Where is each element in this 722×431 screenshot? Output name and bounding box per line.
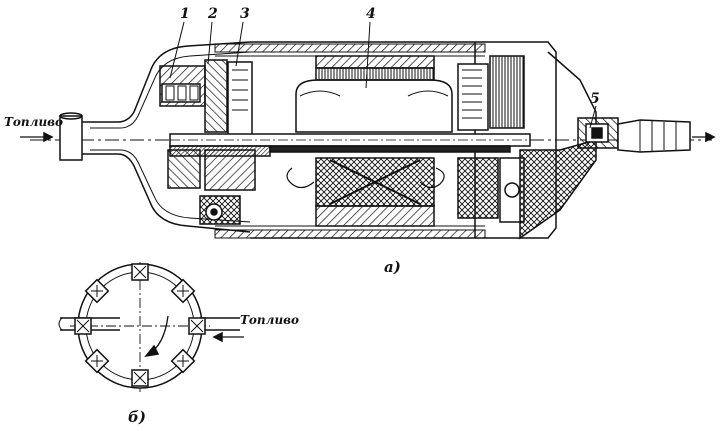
part-label-2: 2: [207, 6, 218, 22]
part-label-1: 1: [180, 6, 190, 22]
fuel-inlet-label: Топливо: [4, 115, 63, 129]
outlet-pipe: [617, 119, 716, 153]
rotor-armature: [295, 67, 453, 133]
pump-section-view: [20, 21, 716, 240]
part-label-3: 3: [240, 6, 250, 22]
motor-shaft: [169, 133, 531, 157]
view-label-b: б): [128, 408, 146, 426]
commutator-brushes: [457, 55, 525, 223]
inlet-pipe: [59, 41, 251, 233]
part-leaders: [169, 21, 597, 129]
pump-housing: [214, 41, 557, 239]
stator-winding: [286, 55, 445, 227]
fuel-inlet-label-b: Топливо: [240, 313, 299, 327]
roller-elements: [74, 263, 206, 387]
view-label-a: а): [384, 258, 401, 276]
part-label-4: 4: [366, 6, 376, 22]
rotation-arrow: [147, 315, 169, 355]
part-label-5: 5: [590, 91, 600, 107]
inlet-flow-arrowhead: [43, 131, 54, 143]
pump-cross-section-view: [58, 262, 244, 392]
outlet-end-cap: [519, 51, 619, 240]
